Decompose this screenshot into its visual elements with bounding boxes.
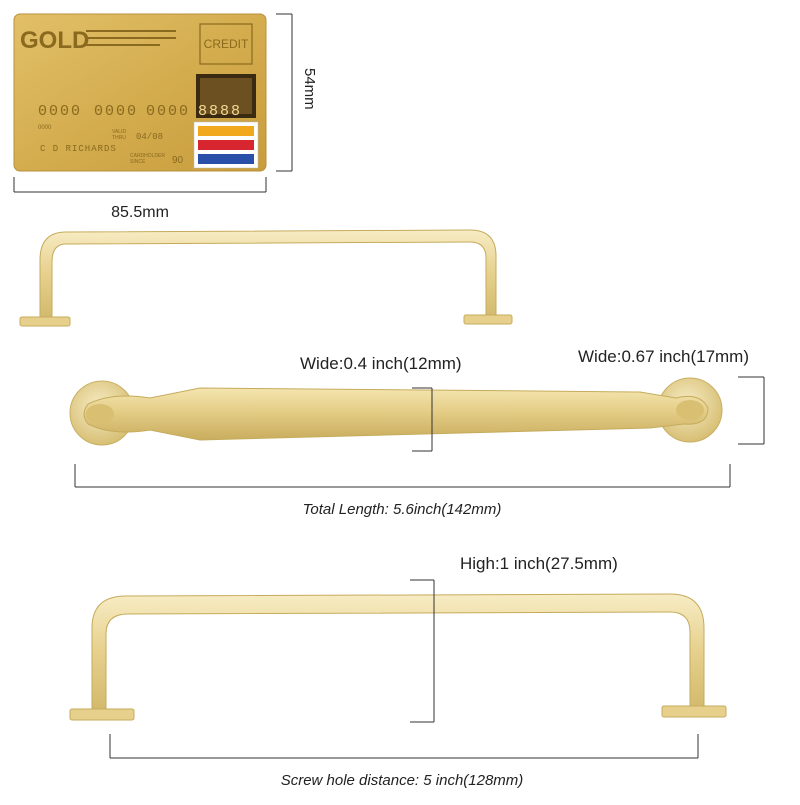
end-width-dimension — [738, 376, 765, 445]
card-valid-label-1: VALID — [112, 129, 126, 135]
screw-distance-dimension — [109, 734, 699, 759]
card-credit-box — [199, 23, 253, 65]
card-valid-label-2: THRU — [112, 135, 126, 141]
handle-top-view — [69, 377, 723, 446]
card-since-label-2: SINCE — [130, 159, 146, 165]
card-width-label: 85.5mm — [111, 204, 169, 221]
card-color-stripes — [193, 121, 259, 169]
center-width-dimension — [412, 387, 433, 452]
handle-base-right — [463, 314, 513, 325]
card-number-3: 0000 — [146, 103, 190, 120]
height-label: High:1 inch(27.5mm) — [460, 554, 618, 573]
handle-side-view-large — [69, 593, 727, 721]
total-length-dimension — [74, 464, 731, 488]
card-small-number: 0000 — [38, 125, 52, 131]
screw-distance-label: Screw hole distance: 5 inch(128mm) — [281, 772, 524, 789]
card-height-dimension — [276, 13, 293, 172]
height-dimension — [410, 579, 435, 723]
credit-card: GOLD CREDIT 0000 0000 0000 8888 0000 VAL… — [13, 13, 267, 172]
card-number-4: 8888 — [198, 103, 242, 120]
card-number-1: 0000 — [38, 103, 82, 120]
handle-side-view-small — [19, 229, 513, 327]
card-since-label-1: CARDHOLDER — [130, 153, 165, 159]
card-type: CREDIT — [204, 37, 249, 51]
card-valid-thru: 04/08 — [136, 132, 163, 142]
handle-large-base-left — [69, 708, 135, 721]
handle-base-left — [19, 316, 71, 327]
card-since-year: 90 — [172, 155, 184, 166]
total-length-label: Total Length: 5.6inch(142mm) — [303, 501, 502, 518]
center-width-label: Wide:0.4 inch(12mm) — [300, 354, 462, 373]
card-holder: C D RICHARDS — [40, 144, 117, 154]
card-stripe-orange — [198, 126, 254, 136]
card-stripe-blue — [198, 154, 254, 164]
card-height-label: 54mm — [301, 68, 318, 110]
card-width-dimension — [13, 177, 267, 193]
card-brand: GOLD — [20, 27, 89, 54]
card-number-2: 0000 — [94, 103, 138, 120]
card-stripe-red — [198, 140, 254, 150]
handle-large-base-right — [661, 705, 727, 718]
card-brand-lines — [86, 30, 176, 46]
end-width-label: Wide:0.67 inch(17mm) — [578, 347, 749, 366]
